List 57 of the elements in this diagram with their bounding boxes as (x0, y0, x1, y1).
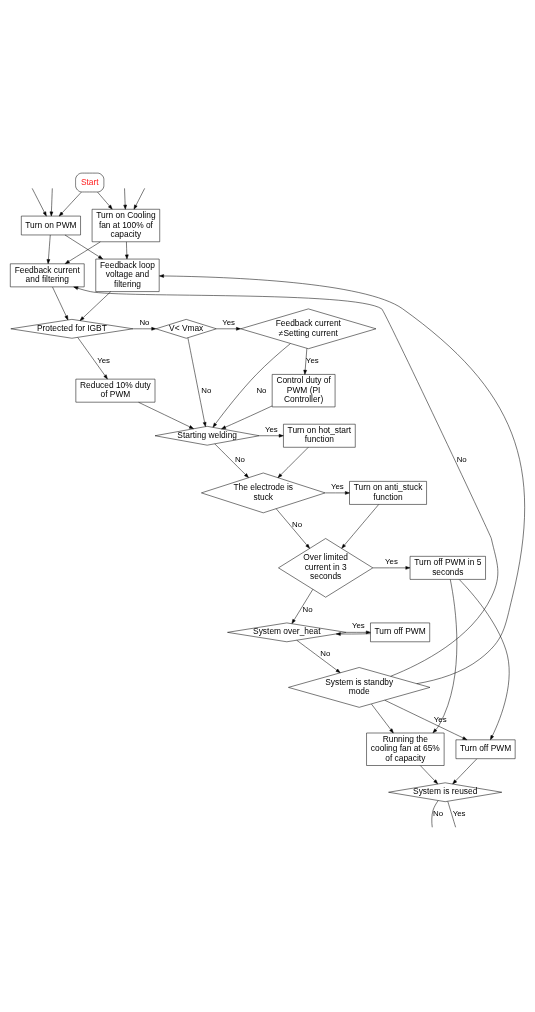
arrow (275, 508, 310, 549)
arrow (259, 434, 284, 438)
arrow (291, 589, 314, 624)
arrow (73, 286, 499, 677)
arrow (125, 241, 129, 260)
arrow (459, 579, 510, 740)
node-box: Reduced 10% duty of PWM (75, 378, 156, 403)
arrow (452, 758, 478, 785)
node-box: Feedback loop voltage and filtering (95, 258, 160, 292)
arrow (371, 703, 394, 734)
arrow (221, 405, 273, 430)
arrow (133, 188, 145, 210)
node-box: Turn on PWM (21, 215, 81, 236)
arrow (296, 640, 341, 673)
arrow (138, 402, 194, 429)
arrow (159, 274, 525, 684)
arrow (31, 188, 47, 217)
arrow (420, 765, 438, 785)
node-diamond: Protected for IGBT (10, 319, 134, 339)
arrow (77, 337, 108, 380)
arrow (64, 234, 103, 260)
arrow (277, 447, 309, 478)
arrow (325, 491, 350, 495)
node-box: Turn off PWM in 5 seconds (409, 556, 486, 580)
arrow (64, 241, 101, 264)
arrow (49, 188, 54, 217)
arrow (346, 630, 371, 635)
node-box: Turn off PWM (455, 739, 516, 759)
node-box: Running the cooling fan at 65% of capacity (366, 732, 445, 766)
node-box: Turn off PWM (370, 622, 430, 643)
arrow (52, 286, 69, 321)
node-box: Turn on anti_stuck function (349, 481, 427, 505)
arrow (46, 234, 51, 264)
arrow (214, 443, 249, 478)
node-diamond: V< Vmax (155, 319, 217, 339)
node-box: Turn on hot_start function (283, 423, 356, 448)
arrow (432, 579, 458, 734)
arrow (384, 699, 468, 741)
node-box: Start (75, 172, 105, 193)
node-box: Turn on Cooling fan at 100% of capacity (91, 209, 160, 243)
arrow (216, 327, 241, 331)
node-diamond: Feedback current ≠Setting current (240, 308, 377, 349)
node-diamond: System is reused (388, 782, 503, 802)
arrow (187, 337, 207, 427)
arrow (341, 504, 379, 549)
arrow (97, 191, 113, 210)
node-diamond: System over_heat (227, 622, 347, 643)
arrow (123, 188, 127, 210)
node-diamond: Over limited current in 3 seconds (278, 538, 374, 598)
arrow (132, 327, 157, 331)
arrow (212, 343, 291, 428)
arrow (335, 632, 371, 636)
node-box: Control duty of PWM (PI Controller) (271, 374, 336, 408)
arrow (372, 566, 411, 570)
arrow (303, 348, 308, 375)
arrow (58, 191, 82, 217)
arrow (79, 291, 112, 321)
